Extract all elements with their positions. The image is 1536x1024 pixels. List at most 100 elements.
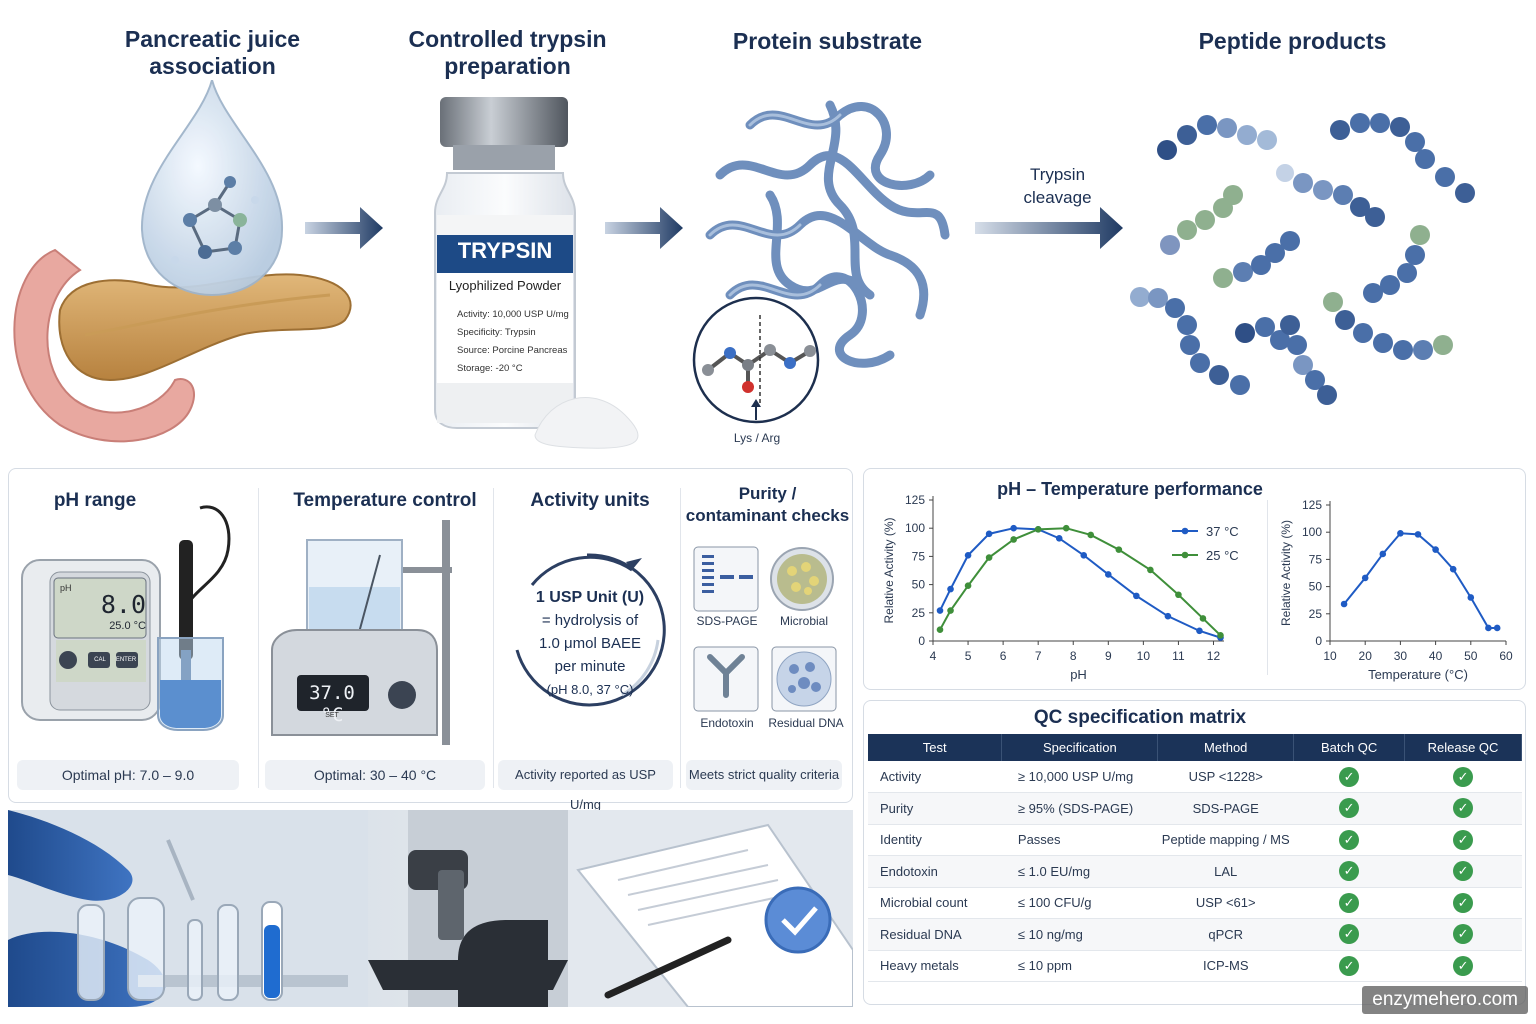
y-tick-label: 100 (1302, 525, 1322, 539)
x-tick-label: 6 (1000, 649, 1007, 663)
usp-unit-definition: 1 USP Unit (U) = hydrolysis of 1.0 μmol … (510, 586, 670, 701)
qc-cell: qPCR (1157, 918, 1294, 951)
data-point (1115, 546, 1123, 553)
qc-cell: LAL (1157, 855, 1294, 888)
vial-spec-line: Storage: -20 °C (457, 363, 523, 374)
data-point (1147, 566, 1154, 574)
data-point (1493, 624, 1501, 632)
ph-optimal-pill: Optimal pH: 7.0 – 9.0 (17, 760, 239, 790)
data-point (947, 585, 954, 593)
x-tick-label: 60 (1499, 649, 1513, 663)
data-point (1087, 531, 1095, 539)
endotoxin-label: Endotoxin (700, 716, 754, 730)
x-tick-label: 10 (1137, 649, 1151, 663)
qc-cell: ✓ (1293, 950, 1405, 982)
x-tick-label: 10 (1323, 649, 1337, 663)
enter-button: ENTER (115, 657, 137, 663)
lab-photo-collage (8, 810, 853, 1007)
qc-cell: Passes (1001, 824, 1158, 856)
watermark: enzymehero.com (1362, 986, 1528, 1014)
check-icon: ✓ (1339, 955, 1360, 976)
activity-units-pill: Activity reported as USP U/mg (498, 760, 673, 812)
arrow-icon (975, 207, 1123, 249)
step-title-protein: Protein substrate (732, 28, 923, 54)
data-point (1217, 632, 1224, 639)
x-tick-label: 11 (1172, 649, 1185, 663)
y-axis-label: Relative Activity (%) (1279, 520, 1293, 626)
check-icon: ✓ (1339, 798, 1360, 819)
check-icon: ✓ (1453, 798, 1474, 819)
data-point (1485, 624, 1492, 632)
y-tick-label: 75 (1309, 552, 1323, 566)
data-point (985, 530, 993, 538)
purity-criteria-pill: Meets strict quality criteria (686, 760, 842, 790)
x-tick-label: 20 (1359, 649, 1373, 663)
y-tick-label: 0 (1315, 634, 1322, 648)
data-point (936, 626, 944, 634)
purity-card-title: Purity / contaminant checks (685, 484, 850, 525)
data-point (985, 554, 993, 561)
check-icon: ✓ (1453, 892, 1474, 913)
qc-cell: ✓ (1404, 887, 1522, 919)
y-tick-label: 0 (918, 634, 925, 648)
ph-card-title: pH range (53, 490, 137, 511)
microbial-label: Microbial (779, 614, 828, 628)
data-point (1062, 524, 1070, 532)
qc-cell: ≤ 10 ng/mg (1001, 918, 1158, 951)
qc-cell: ✓ (1404, 918, 1522, 951)
qc-cell: SDS-PAGE (1157, 792, 1294, 825)
qc-cell: Purity (868, 792, 1002, 825)
y-tick-label: 50 (1309, 580, 1323, 594)
step-title-trypsin-prep: Controlled trypsin preparation (408, 26, 607, 79)
data-point (1361, 574, 1369, 582)
vial-spec-line: Specificity: Trypsin (457, 327, 536, 338)
x-tick-label: 7 (1035, 649, 1042, 663)
temperature-optimal-pill: Optimal: 30 – 40 °C (265, 760, 485, 790)
ph-meter-temp: 25.0 °C (109, 620, 146, 632)
qc-cell: ✓ (1404, 792, 1522, 825)
qc-cell: ≤ 1.0 EU/mg (1001, 855, 1158, 888)
y-tick-label: 75 (912, 549, 926, 563)
data-point (936, 607, 944, 614)
qc-cell: Residual DNA (868, 918, 1002, 951)
usp-unit-line: (pH 8.0, 37 °C) (546, 682, 634, 697)
temperature-card-title: Temperature control (293, 490, 477, 511)
peptide-fragments-illustration (1130, 113, 1475, 405)
vial-specs: Activity: 10,000 USP U/mg Specificity: T… (457, 306, 577, 378)
check-icon: ✓ (1453, 861, 1474, 882)
x-axis-label: Temperature (°C) (1368, 667, 1468, 682)
data-point (1196, 627, 1203, 635)
residual-dna-label: Residual DNA (768, 716, 844, 730)
qc-cell: ✓ (1404, 824, 1522, 856)
check-icon: ✓ (1339, 766, 1360, 787)
usp-unit-line: = hydrolysis of (541, 612, 639, 629)
arrow-icon (605, 207, 683, 249)
data-point (964, 582, 972, 590)
series-line (939, 527, 1221, 639)
divider (1267, 500, 1268, 675)
y-tick-label: 100 (905, 521, 925, 535)
qc-specification-table: Test Specification Method Batch QC Relea… (868, 734, 1522, 982)
cleavage-site-label: Lys / Arg (733, 431, 781, 445)
check-icon: ✓ (1453, 924, 1474, 945)
y-tick-label: 50 (912, 578, 926, 592)
x-tick-label: 30 (1394, 649, 1408, 663)
purity-icons (693, 546, 837, 712)
data-point (1010, 536, 1017, 543)
x-tick-label: 8 (1070, 649, 1077, 663)
legend-label: 37 °C (1206, 524, 1239, 539)
sds-page-label: SDS-PAGE (696, 614, 758, 628)
data-point (1467, 594, 1475, 601)
divider (493, 488, 494, 788)
data-point (1055, 535, 1063, 542)
qc-header-specification: Specification (1001, 734, 1159, 761)
divider (680, 488, 681, 788)
vial-subtitle: Lyophilized Powder (448, 278, 562, 293)
y-tick-label: 125 (1302, 498, 1322, 512)
qc-cell: Peptide mapping / MS (1157, 824, 1294, 856)
qc-cell: ≥ 10,000 USP U/mg (1001, 761, 1158, 793)
data-point (1164, 612, 1172, 620)
